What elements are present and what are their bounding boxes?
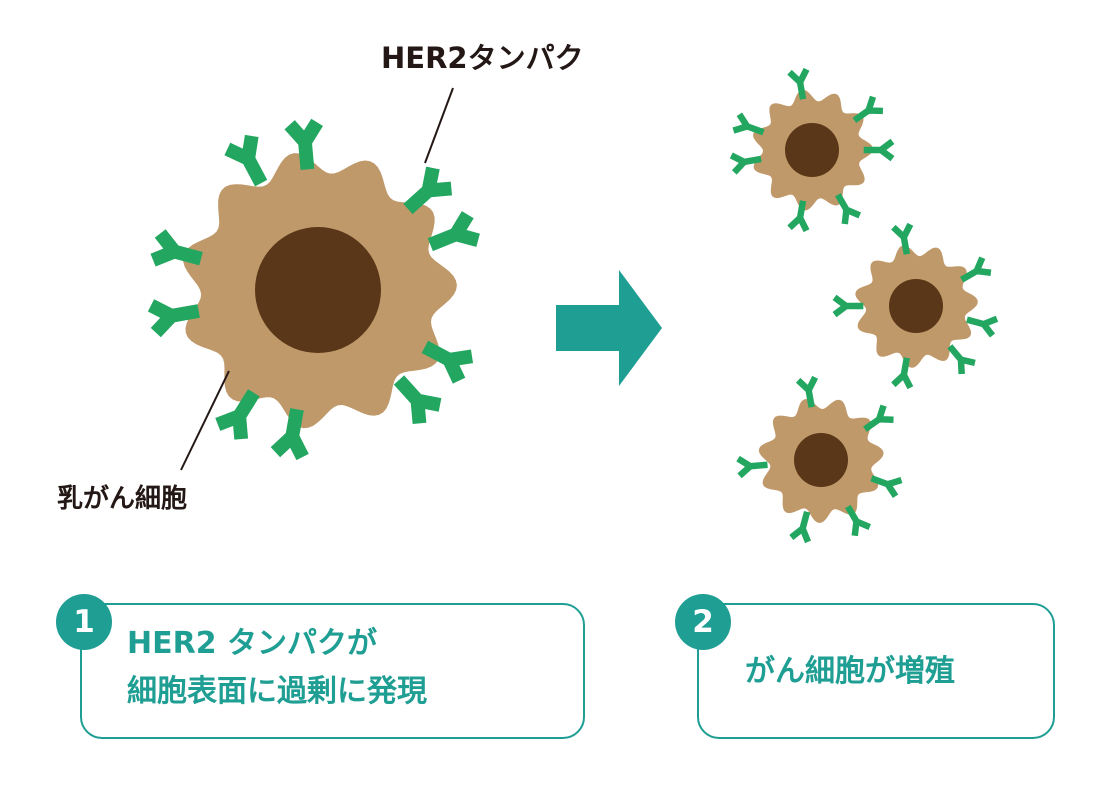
cell-leader-line	[180, 370, 230, 471]
small-cell-1-receptor-3-icon	[863, 138, 895, 162]
small-cell-1-nucleus	[785, 123, 839, 177]
large-cell-receptor-8-icon	[393, 375, 442, 425]
small-cell-2-receptor-6-icon	[891, 357, 914, 390]
step-1-line-1: HER2 タンパクが	[127, 626, 378, 661]
step-1-number-badge: 1	[56, 594, 112, 650]
large-cell-receptor-6-icon	[150, 229, 203, 267]
small-cell-1-receptor-6-icon	[835, 193, 861, 225]
step-2-box	[697, 603, 1055, 739]
large-cell-receptor-7-icon	[421, 340, 474, 384]
small-cell-3-receptor-1-icon	[795, 375, 819, 408]
small-cell-1-receptor-5-icon	[732, 112, 765, 136]
small-cell-3-receptor-3-icon	[870, 475, 903, 499]
step-2-number-badge: 2	[675, 594, 731, 650]
step-1-text: HER2 タンパクが 細胞表面に過剰に発現	[127, 620, 427, 716]
small-cell-2-nucleus	[889, 279, 943, 333]
small-cell-2-receptor-5-icon	[947, 344, 976, 375]
step-1-line-2: 細胞表面に過剰に発現	[127, 674, 427, 709]
large-cell-receptor-9-icon	[270, 408, 309, 461]
breast-cancer-cell-label: 乳がん細胞	[57, 484, 188, 514]
small-cell-2-receptor-1-icon	[891, 222, 914, 255]
breast-cancer-cell-large	[147, 118, 480, 461]
small-cell-3-nucleus	[794, 433, 848, 487]
right-arrow-icon	[556, 270, 662, 386]
small-cell-1-receptor-4-icon	[729, 152, 762, 175]
small-cell-3-receptor-4-icon	[736, 455, 768, 479]
small-cell-1-receptor-2-icon	[852, 95, 884, 124]
small-cell-2-receptor-4-icon	[832, 294, 864, 318]
proliferated-cancer-cells	[729, 67, 999, 544]
large-cell-nucleus	[255, 227, 381, 353]
large-cell-receptor-10-icon	[215, 389, 260, 440]
small-cell-2-receptor-3-icon	[966, 315, 999, 338]
small-cell-3-receptor-5-icon	[845, 504, 871, 537]
large-cell-receptor-4-icon	[427, 211, 480, 252]
her2-leader-line	[424, 87, 454, 164]
small-cell-1-receptor-1-icon	[787, 67, 810, 100]
large-cell-receptor-2-icon	[284, 118, 323, 170]
her2-protein-label: HER2タンパク	[381, 41, 584, 75]
step-1-box	[80, 603, 585, 739]
large-cell-receptor-5-icon	[147, 299, 200, 338]
small-cell-2-receptor-2-icon	[960, 256, 992, 283]
small-cell-1-receptor-7-icon	[787, 200, 810, 233]
large-cell-receptor-1-icon	[224, 134, 268, 187]
step-2-text: がん細胞が増殖	[745, 654, 955, 689]
small-cell-3-receptor-6-icon	[789, 510, 812, 544]
large-cell-receptor-3-icon	[403, 166, 453, 215]
small-cell-3-receptor-2-icon	[863, 404, 894, 432]
